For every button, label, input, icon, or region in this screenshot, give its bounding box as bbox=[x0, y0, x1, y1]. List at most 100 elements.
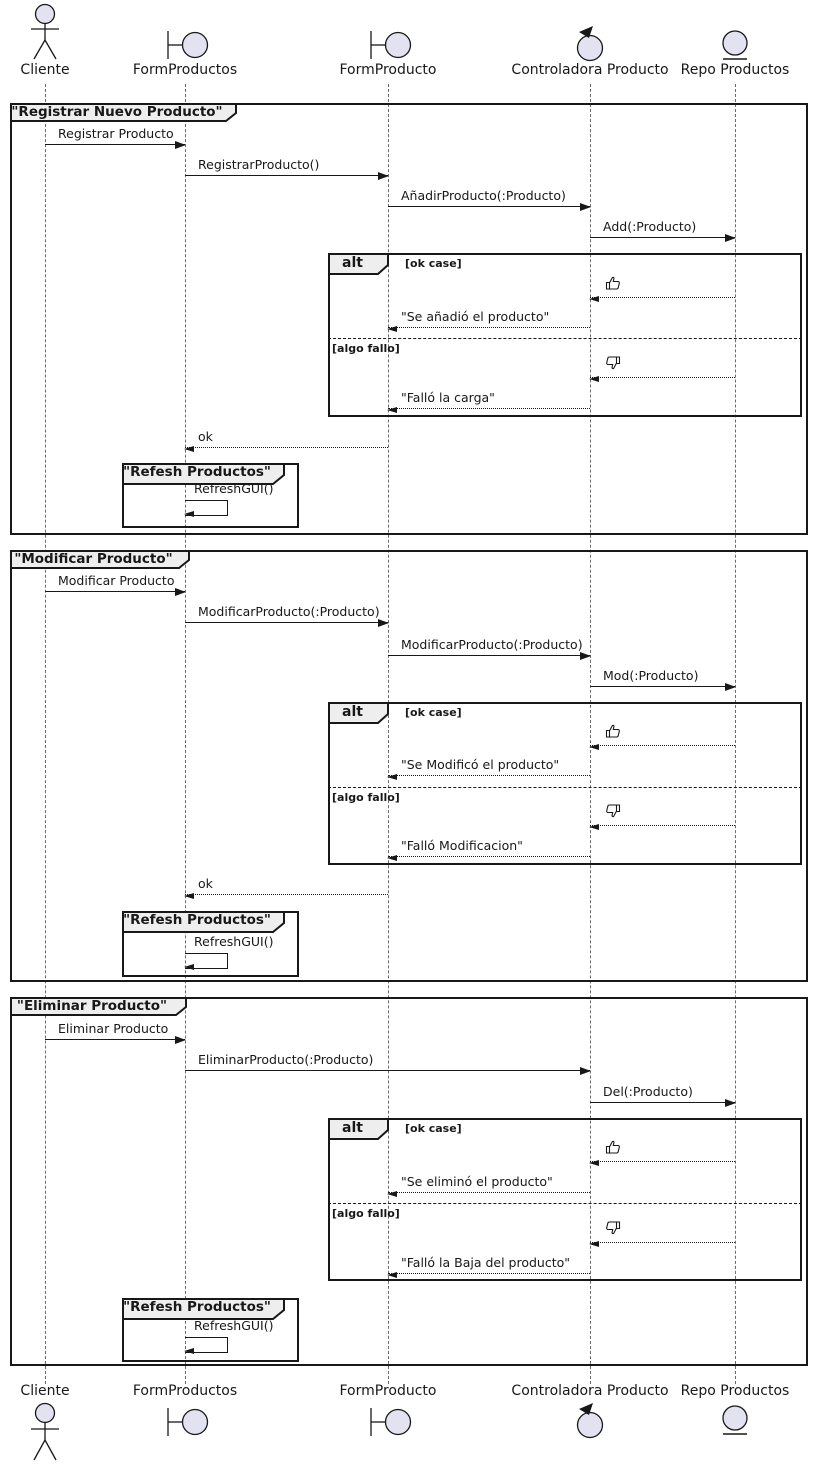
msg-registrar-producto: Registrar Producto bbox=[45, 126, 186, 149]
message-line bbox=[590, 1242, 735, 1243]
boundary-icon bbox=[367, 28, 415, 66]
msg-thumbs-up-reply bbox=[589, 724, 735, 750]
alt-operator: alt bbox=[342, 704, 363, 720]
frame-eliminar-producto bbox=[10, 997, 808, 1366]
message-line bbox=[590, 297, 735, 298]
message-label: ok bbox=[198, 876, 213, 891]
message-line bbox=[590, 1161, 735, 1162]
alt-operator: alt bbox=[342, 255, 363, 271]
message-line bbox=[590, 377, 735, 378]
participant-label: Controladora Producto bbox=[511, 1383, 669, 1399]
thumbs-down-icon bbox=[605, 355, 621, 375]
alt-fragment bbox=[328, 1118, 802, 1281]
alt-operator-tab: alt bbox=[328, 702, 390, 724]
frame-title: "Refesh Productos" bbox=[123, 912, 271, 928]
message-label: Add(:Producto) bbox=[603, 219, 697, 234]
actor-icon bbox=[27, 3, 63, 67]
message-label: Mod(:Producto) bbox=[603, 668, 699, 683]
arrow-head bbox=[589, 376, 599, 382]
msg-se-modifico: "Se Modificó el producto" bbox=[387, 757, 590, 780]
message-label: AñadirProducto(:Producto) bbox=[401, 188, 566, 203]
msg-eliminarproducto: EliminarProducto(:Producto) bbox=[185, 1052, 591, 1075]
msg-refreshgui-self: RefreshGUI() bbox=[184, 1318, 273, 1355]
frame-title-tab: "Modificar Producto" bbox=[10, 550, 191, 569]
lifeline-formproductos bbox=[185, 84, 186, 1384]
msg-thumbs-down-reply bbox=[589, 1221, 735, 1247]
msg-thumbs-up-reply bbox=[589, 1140, 735, 1166]
message-label: RefreshGUI() bbox=[194, 1318, 274, 1333]
message-label: Registrar Producto bbox=[58, 126, 174, 141]
msg-modificarproducto-1: ModificarProducto(:Producto) bbox=[185, 604, 389, 627]
message-label: "Falló la carga" bbox=[401, 390, 495, 405]
message-label: "Se añadió el producto" bbox=[401, 309, 550, 324]
message-line bbox=[590, 745, 735, 746]
arrow-head bbox=[387, 326, 397, 332]
participant-label: Repo Productos bbox=[680, 62, 790, 78]
message-line bbox=[185, 894, 388, 895]
message-label: "Se Modificó el producto" bbox=[401, 757, 560, 772]
message-line bbox=[185, 175, 388, 176]
message-line bbox=[185, 447, 388, 448]
thumbs-down-icon bbox=[605, 1220, 621, 1240]
message-label: RefreshGUI() bbox=[194, 934, 274, 949]
message-label: ok bbox=[198, 429, 213, 444]
self-message-loop bbox=[185, 500, 228, 516]
msg-fallo-carga: "Falló la carga" bbox=[387, 390, 590, 413]
msg-thumbs-up-reply bbox=[589, 276, 735, 302]
participant-label: Cliente bbox=[20, 1383, 70, 1399]
msg-eliminar-producto: Eliminar Producto bbox=[45, 1021, 186, 1044]
msg-del-producto: Del(:Producto) bbox=[590, 1084, 736, 1107]
arrow-head bbox=[580, 203, 591, 211]
control-icon bbox=[573, 25, 607, 66]
message-label: "Se eliminó el producto" bbox=[401, 1174, 553, 1189]
thumbs-up-icon bbox=[605, 723, 621, 743]
alt-fragment bbox=[328, 702, 802, 865]
alt-divider bbox=[328, 787, 802, 788]
msg-add-producto: Add(:Producto) bbox=[590, 219, 736, 242]
message-label: "Falló la Baja del producto" bbox=[401, 1255, 571, 1270]
self-message-loop bbox=[185, 953, 228, 969]
arrow-head bbox=[378, 619, 389, 627]
arrow-head bbox=[378, 172, 389, 180]
frame-title: "Refesh Productos" bbox=[123, 464, 271, 480]
message-line bbox=[45, 1039, 185, 1040]
arrow-head bbox=[184, 446, 194, 452]
arrow-head bbox=[387, 1191, 397, 1197]
arrow-head bbox=[589, 744, 599, 750]
message-label: "Falló Modificacion" bbox=[401, 838, 523, 853]
arrow-head bbox=[725, 1099, 736, 1107]
message-line bbox=[590, 1102, 735, 1103]
frame-title-tab: "Refesh Productos" bbox=[122, 463, 286, 485]
guard-ok-case: [ok case] bbox=[405, 1122, 462, 1135]
guard-algo-fallo: [algo fallo] bbox=[332, 791, 400, 804]
arrow-head bbox=[725, 234, 736, 242]
entity-icon bbox=[720, 1404, 750, 1442]
guard-ok-case: [ok case] bbox=[405, 257, 462, 270]
message-label: RefreshGUI() bbox=[194, 481, 274, 496]
arrow-head bbox=[387, 1272, 397, 1278]
lifeline-cliente bbox=[45, 84, 46, 1384]
arrow-head bbox=[387, 774, 397, 780]
arrow-head bbox=[725, 683, 736, 691]
arrow-head bbox=[387, 407, 397, 413]
message-label: ModificarProducto(:Producto) bbox=[401, 637, 583, 652]
self-message-loop bbox=[185, 1337, 228, 1353]
msg-ok-return: ok bbox=[184, 876, 388, 899]
message-line bbox=[388, 408, 590, 409]
frame-title: "Modificar Producto" bbox=[14, 551, 173, 567]
frame-title-tab: "Refesh Productos" bbox=[122, 911, 286, 933]
arrow-head bbox=[589, 1241, 599, 1247]
message-line bbox=[388, 856, 590, 857]
message-line bbox=[388, 1192, 590, 1193]
guard-ok-case: [ok case] bbox=[405, 706, 462, 719]
participant-label: Controladora Producto bbox=[511, 62, 669, 78]
arrow-head bbox=[589, 1160, 599, 1166]
participant-label: FormProducto bbox=[339, 1383, 437, 1399]
thumbs-down-icon bbox=[605, 803, 621, 823]
guard-algo-fallo: [algo fallo] bbox=[332, 1207, 400, 1220]
lifeline-repo bbox=[735, 84, 736, 1384]
lifeline-formproducto bbox=[388, 84, 389, 1384]
msg-modificarproducto-2: ModificarProducto(:Producto) bbox=[388, 637, 591, 660]
arrow-head bbox=[580, 652, 591, 660]
